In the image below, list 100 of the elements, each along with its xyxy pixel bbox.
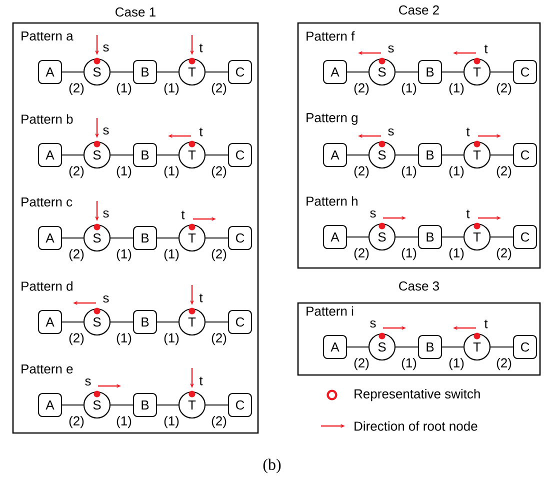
link-line — [396, 236, 418, 238]
link-line — [62, 237, 84, 239]
edge-label: (2) — [69, 248, 84, 262]
legend-text: Direction of root node — [354, 421, 478, 431]
node-box: A — [38, 60, 62, 84]
pattern-label: Pattern a — [22, 31, 74, 41]
switch-letter: t — [199, 376, 203, 386]
legend-text: Representative switch — [354, 388, 480, 402]
link-line — [62, 154, 84, 156]
link-line — [442, 154, 464, 156]
pattern-label: Pattern g — [306, 113, 358, 125]
switch-letter: t — [466, 210, 470, 218]
link-line — [347, 154, 368, 156]
node-label: Case 2 — [399, 5, 439, 15]
node-box: C — [228, 392, 252, 418]
edge-label: (2) — [496, 358, 512, 370]
node-box: C — [228, 310, 252, 334]
link-line — [347, 346, 368, 348]
pattern-label: Pattern c — [22, 197, 72, 207]
link-line — [206, 404, 228, 406]
pattern-label: Pattern d — [22, 281, 72, 291]
edge-label: (1) — [449, 166, 464, 178]
node-box: A — [322, 142, 348, 168]
link-line — [110, 404, 133, 406]
link-line — [396, 346, 418, 348]
node-box: B — [132, 142, 158, 168]
edge-label: (2) — [212, 166, 226, 178]
node-box: C — [512, 60, 538, 84]
link-line — [110, 154, 133, 156]
edge-label: (1) — [164, 416, 179, 428]
switch-letter: s — [388, 45, 394, 53]
node-box: B — [418, 60, 442, 84]
edge-label: (1) — [116, 248, 132, 262]
caption: (b) — [263, 458, 281, 474]
link-line — [157, 321, 178, 323]
edge-label: (2) — [69, 82, 84, 96]
link-line — [62, 321, 84, 323]
edge-label: (2) — [496, 248, 512, 260]
edge-label: (2) — [212, 416, 226, 428]
switch-letter: t — [199, 128, 203, 136]
edge-label: (2) — [69, 166, 84, 178]
edge-label: (2) — [354, 166, 369, 178]
link-line — [157, 237, 178, 239]
edge-label: (2) — [69, 332, 84, 346]
edge-label: (2) — [212, 332, 226, 346]
node-label: Case 1 — [116, 7, 156, 17]
link-line — [206, 321, 228, 323]
switch-letter: s — [388, 128, 394, 136]
switch-letter: s — [103, 295, 109, 303]
edge-label: (1) — [402, 358, 416, 370]
link-line — [396, 71, 418, 73]
node-box: A — [322, 334, 348, 360]
edge-label: (2) — [496, 82, 512, 96]
link-line — [157, 404, 178, 406]
edge-label: (1) — [164, 248, 179, 262]
edge-label: (2) — [69, 416, 84, 428]
link-line — [490, 154, 513, 156]
pattern-label: Pattern e — [22, 364, 73, 374]
node-box: B — [132, 60, 158, 84]
link-line — [110, 71, 133, 73]
edge-label: (1) — [402, 248, 416, 260]
link-line — [110, 237, 133, 239]
switch-letter: s — [103, 44, 109, 52]
switch-letter: t — [484, 320, 488, 328]
switch-letter: t — [466, 128, 470, 136]
edge-label: (2) — [212, 82, 226, 96]
link-line — [157, 71, 178, 73]
link-line — [396, 154, 418, 156]
link-line — [442, 236, 464, 238]
node-box: C — [512, 142, 538, 168]
switch-letter: s — [370, 210, 376, 218]
switch-letter: t — [199, 44, 203, 52]
edge-label: (1) — [164, 332, 179, 346]
node-label: Case 3 — [399, 281, 440, 291]
link-line — [157, 154, 178, 156]
node-box: A — [38, 142, 62, 168]
edge-label: (1) — [116, 332, 132, 346]
switch-letter: t — [199, 294, 203, 302]
link-line — [490, 236, 513, 238]
edge-label: (1) — [164, 166, 179, 178]
node-box: A — [38, 226, 62, 250]
switch-letter: t — [181, 210, 185, 220]
node-box: A — [38, 310, 62, 334]
link-line — [490, 346, 513, 348]
link-line — [206, 237, 228, 239]
link-line — [490, 71, 513, 73]
switch-letter: t — [484, 44, 488, 54]
pattern-label: Pattern i — [306, 306, 354, 316]
pattern-label: Pattern b — [22, 114, 73, 124]
edge-label: (1) — [116, 416, 132, 428]
node-box: B — [132, 310, 158, 334]
pattern-label: Pattern h — [306, 196, 358, 206]
link-line — [206, 71, 228, 73]
node-box: A — [38, 392, 62, 418]
link-line — [110, 321, 133, 323]
edge-label: (1) — [449, 82, 464, 96]
link-line — [347, 71, 368, 73]
edge-label: (2) — [212, 248, 226, 262]
edge-label: (2) — [354, 358, 369, 370]
edge-label: (1) — [449, 358, 464, 370]
